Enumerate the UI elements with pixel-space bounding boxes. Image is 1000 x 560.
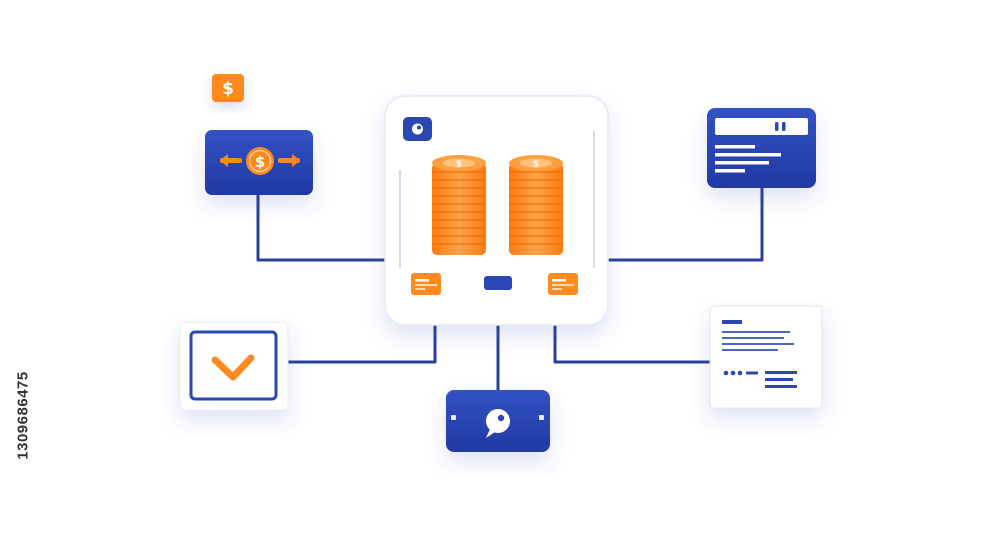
connector-line-receipt [553,323,712,364]
chat-bubble-icon [486,409,510,438]
connector-line-transfer [256,193,387,262]
connector-line-card [606,186,764,262]
mini-card-icon [411,273,441,295]
money-transfer-icon: $ [220,147,300,175]
dollar-sign-icon: $ [222,79,234,99]
mini-card-icon [548,273,578,295]
mini-blue-chip [484,276,512,290]
stock-id-watermark: 1309686475 [12,300,34,530]
receipt-document-icon [709,305,823,409]
coin-dollar-symbol: $ [255,153,265,171]
checkmark-icon [211,354,255,381]
dollar-tag: $ [212,74,244,102]
coin-stack-left: $ [432,155,486,255]
chat-card [446,390,550,452]
status-dot-icon [403,117,432,141]
coin-dollar-symbol: $ [456,160,462,170]
coin-stack-icon: $ $ [432,155,563,255]
checkmark-card [179,321,289,411]
stock-id-text: 1309686475 [14,370,32,460]
connector-lines [256,186,764,394]
credit-card-icon [707,108,816,188]
coin-stack-right: $ [509,155,563,255]
central-wallet-card: $ $ [384,95,609,326]
coin-dollar-symbol: $ [533,160,539,170]
connector-line-checkmark [286,323,437,364]
money-transfer-card: $ [205,130,313,195]
